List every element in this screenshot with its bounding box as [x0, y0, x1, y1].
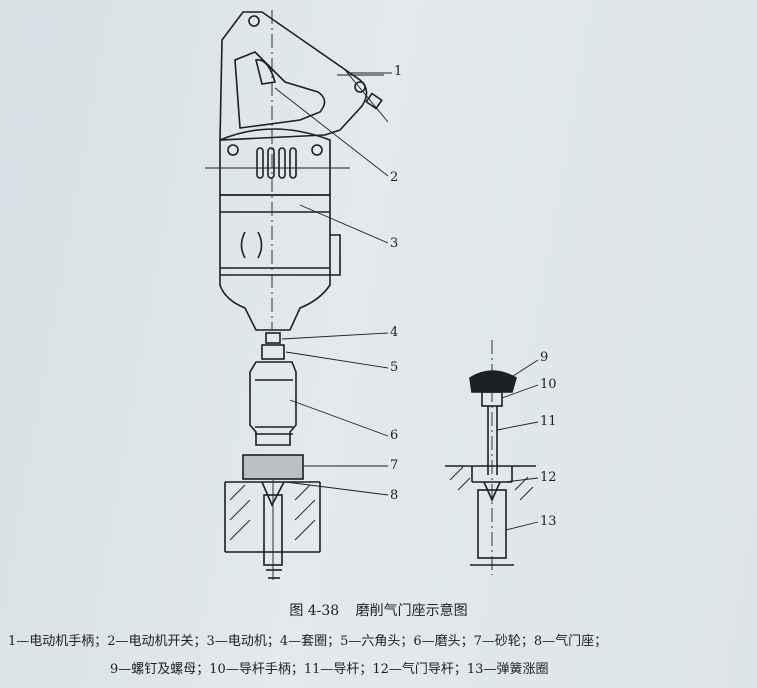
callout-13: 13 [540, 514, 557, 529]
callout-2: 2 [390, 170, 399, 185]
callout-11: 11 [540, 414, 557, 429]
callout-9: 9 [540, 350, 549, 365]
callout-12: 12 [540, 470, 557, 485]
legend-line-2: 9—螺钉及螺母；10—导杆手柄；11—导杆；12—气门导杆；13—弹簧涨圈 [110, 662, 549, 677]
callout-10: 10 [540, 377, 557, 392]
callout-6: 6 [390, 428, 399, 443]
callout-8: 8 [390, 488, 399, 503]
figure-number: 图 4-38 [289, 603, 340, 619]
legend-line-1: 1—电动机手柄；2—电动机开关；3—电动机；4—套圈；5—六角头；6—磨头；7—… [8, 634, 608, 649]
callout-3: 3 [390, 236, 399, 251]
figure-caption: 图 4-38 磨削气门座示意图 [0, 600, 757, 620]
callout-4: 4 [390, 325, 399, 340]
figure-title: 磨削气门座示意图 [355, 603, 468, 619]
callout-1: 1 [394, 64, 403, 79]
callout-5: 5 [390, 360, 399, 375]
callout-7: 7 [390, 458, 399, 473]
